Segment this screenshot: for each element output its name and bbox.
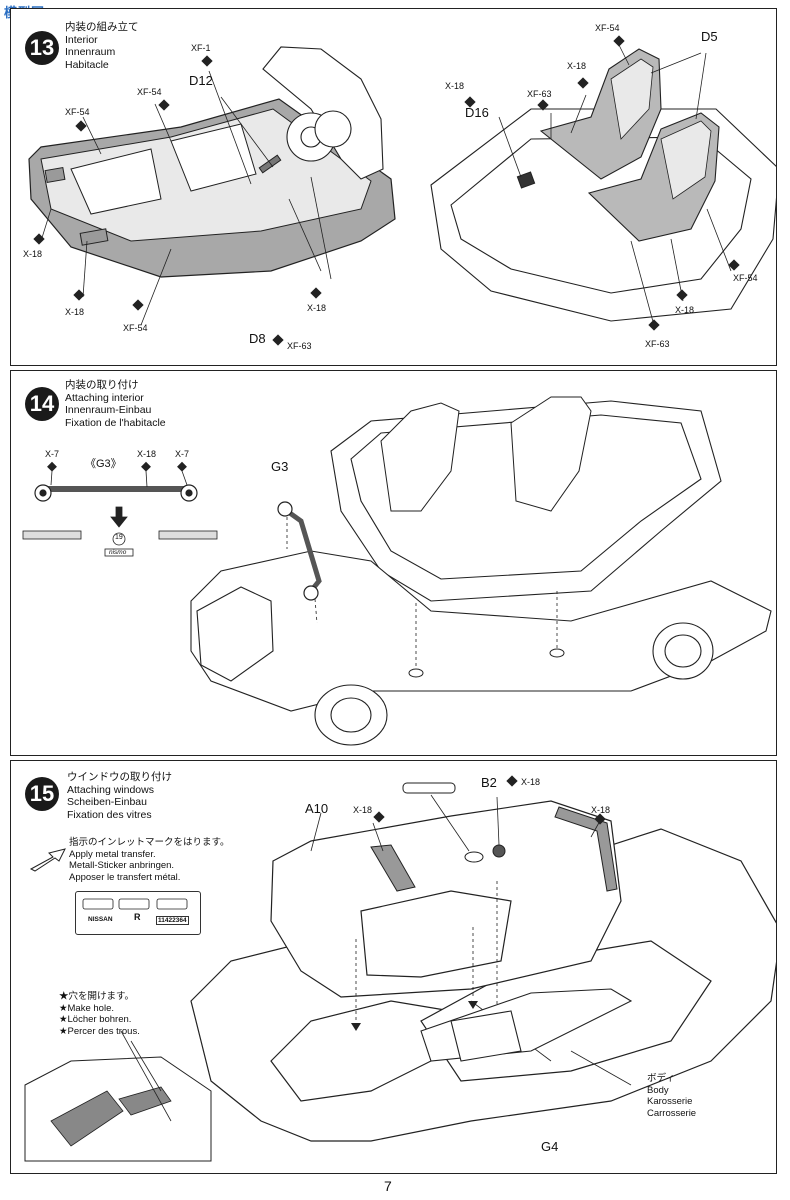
label-x7-a: X-7 [45, 449, 60, 459]
label-x18-d: X-18 [567, 61, 587, 71]
body-label-de: Karosserie [647, 1096, 693, 1107]
transfer-note-jp: 指示のインレットマークをはります。 [69, 837, 230, 848]
label-xf54-d: XF-54 [595, 23, 620, 33]
hole-note-fr: ★Percer des trous. [59, 1025, 140, 1037]
label-xf63-b: XF-63 [527, 89, 552, 99]
label-g3: G3 [271, 459, 289, 474]
page-number: 7 [384, 1178, 392, 1194]
label-b2: B2 [481, 775, 497, 790]
label-x18: X-18 [137, 449, 157, 459]
transfer-note-de: Metall-Sticker anbringen. [69, 860, 175, 871]
label-nismo: nismo [109, 549, 127, 556]
label-x7-b: X-7 [175, 449, 190, 459]
step-15-number: 15 [25, 777, 59, 811]
label-d16: D16 [465, 105, 489, 120]
body-label: ボディ Body Karosserie Carrosserie [647, 1073, 696, 1119]
metal-transfer-sheet: NISSAN R 11422364 [75, 891, 201, 935]
step-15-title-en: Attaching windows [67, 783, 154, 796]
step-13-title-en: Interior [65, 33, 98, 46]
step-13-title-de: Innenraum [65, 46, 116, 58]
label-xf1: XF-1 [191, 43, 211, 53]
decal-r: R [134, 912, 141, 922]
label-g4: G4 [541, 1139, 559, 1154]
body-label-en: Body [647, 1084, 669, 1096]
transfer-note-en: Apply metal transfer. [69, 848, 156, 860]
label-xf54-a: XF-54 [137, 87, 162, 97]
label-d5: D5 [701, 29, 718, 44]
step-14-number: 14 [25, 387, 59, 421]
label-x18-c: X-18 [307, 303, 327, 313]
label-xf63-a: XF-63 [287, 341, 312, 351]
step-15-drawing [24, 775, 776, 1162]
body-label-jp: ボディ [647, 1073, 675, 1084]
label-callout-19: 19 [115, 534, 123, 541]
decal-nissan: NISSAN [88, 916, 113, 923]
body-label-fr: Carrosserie [647, 1107, 697, 1119]
step-15-title: ウインドウの取り付け Attaching windows Scheiben-Ei… [67, 771, 172, 821]
step-13-panel: 13 内装の組み立て Interior Innenraum Habitacle [10, 8, 777, 366]
step-13-drawing [28, 35, 776, 346]
transfer-note-fr: Apposer le transfert métal. [69, 871, 181, 883]
decal-number: 11422364 [156, 916, 189, 925]
step-14-title-jp: 内装の取り付け [65, 379, 139, 391]
label-xf54-b: XF-54 [65, 107, 90, 117]
label-xf63-c: XF-63 [645, 339, 670, 349]
step-14-title-fr: Fixation de l'habitacle [65, 416, 166, 429]
label-x18-a: X-18 [23, 249, 43, 259]
step-13-number: 13 [25, 31, 59, 65]
label-x18-f: X-18 [675, 305, 695, 315]
step-15-title-de: Scheiben-Einbau [67, 796, 147, 808]
label-xf54-e: XF-54 [733, 273, 758, 283]
label-a10: A10 [305, 801, 329, 816]
hole-note-jp: ★穴を開けます。 [59, 991, 135, 1002]
step-14-title-en: Attaching interior [65, 391, 144, 404]
label-x18-b: X-18 [65, 307, 85, 317]
step-14-drawing [22, 396, 772, 746]
step-14-title: 内装の取り付け Attaching interior Innenraum-Ein… [65, 379, 166, 429]
transfer-note: 指示のインレットマークをはります。 Apply metal transfer. … [69, 837, 230, 883]
step-15-panel: 15 ウインドウの取り付け Attaching windows Scheiben… [10, 760, 777, 1174]
step-15-title-fr: Fixation des vitres [67, 808, 152, 821]
step-13-title-fr: Habitacle [65, 58, 109, 71]
label-g3-part: 《G3》 [85, 458, 122, 470]
step-15-title-jp: ウインドウの取り付け [67, 771, 172, 783]
label-x18-e: X-18 [445, 81, 465, 91]
hole-note-de: ★Löcher bohren. [59, 1014, 132, 1025]
hole-note: ★穴を開けます。 ★Make hole. ★Löcher bohren. ★Pe… [59, 991, 140, 1037]
label-d8: D8 [249, 331, 266, 346]
label-xf54-c: XF-54 [123, 323, 148, 333]
hole-note-en: ★Make hole. [59, 1002, 114, 1014]
step-14-panel: 14 内装の取り付け Attaching interior Innenraum-… [10, 370, 777, 756]
label-x18-a: X-18 [353, 805, 373, 815]
label-x18-b: X-18 [521, 777, 541, 787]
step-14-title-de: Innenraum-Einbau [65, 404, 152, 416]
step-13-title: 内装の組み立て Interior Innenraum Habitacle [65, 21, 139, 71]
step-13-title-jp: 内装の組み立て [65, 21, 139, 33]
label-x18-c: X-18 [591, 805, 611, 815]
label-d12: D12 [189, 73, 213, 88]
